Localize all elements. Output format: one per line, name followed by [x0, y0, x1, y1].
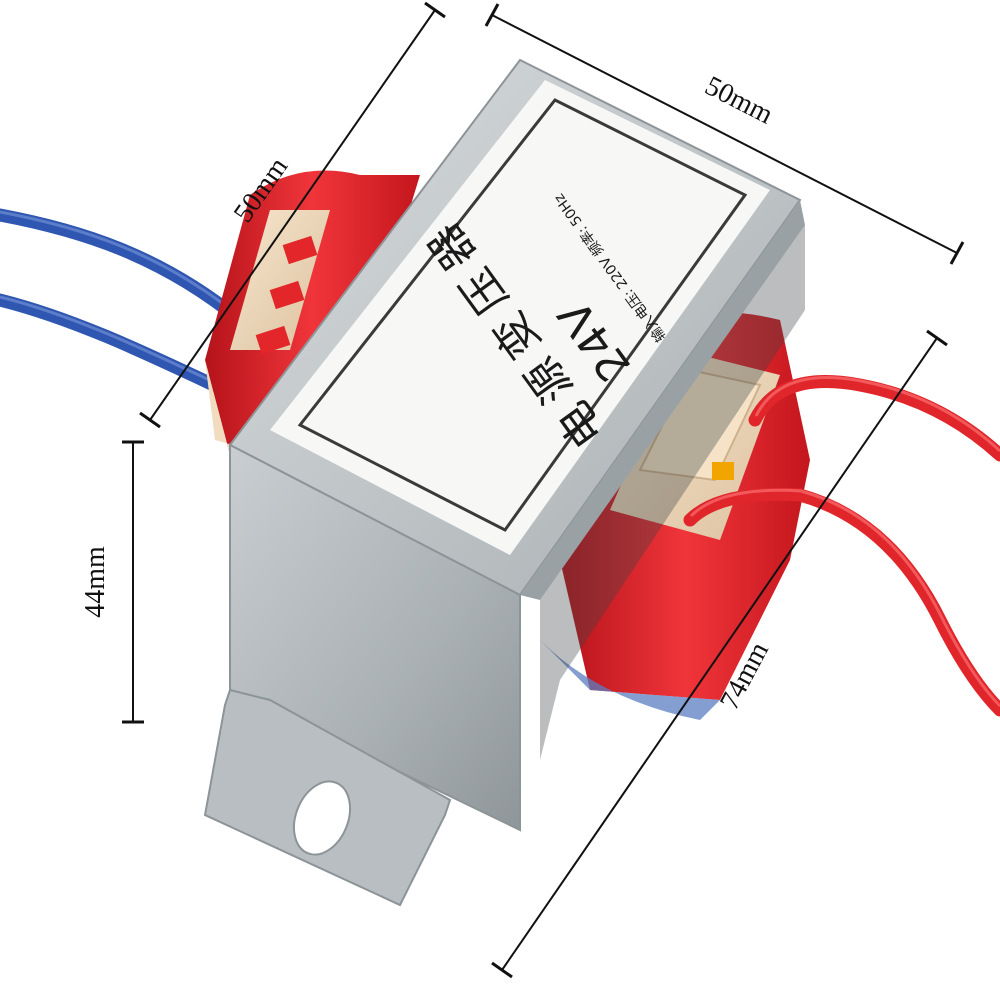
blue-wire-lower: [0, 293, 242, 402]
dimension-left-height-label: 44mm: [80, 546, 111, 618]
blue-wire-upper: [0, 208, 247, 327]
red-wire-upper: [748, 375, 1000, 462]
red-wire-lower: [683, 487, 1000, 717]
left-coil: [205, 170, 420, 470]
red-wires: [683, 375, 1000, 717]
dimension-top-right-label: 50mm: [700, 70, 778, 130]
frame-front: [229, 443, 521, 832]
spec-label: 电 源 变 压 器 24V 输入电压: 220V 频率: 50Hz: [270, 80, 770, 555]
dimension-left-height: 44mm: [80, 440, 144, 724]
blue-wires: [0, 208, 247, 402]
mounting-slot: [293, 780, 351, 856]
